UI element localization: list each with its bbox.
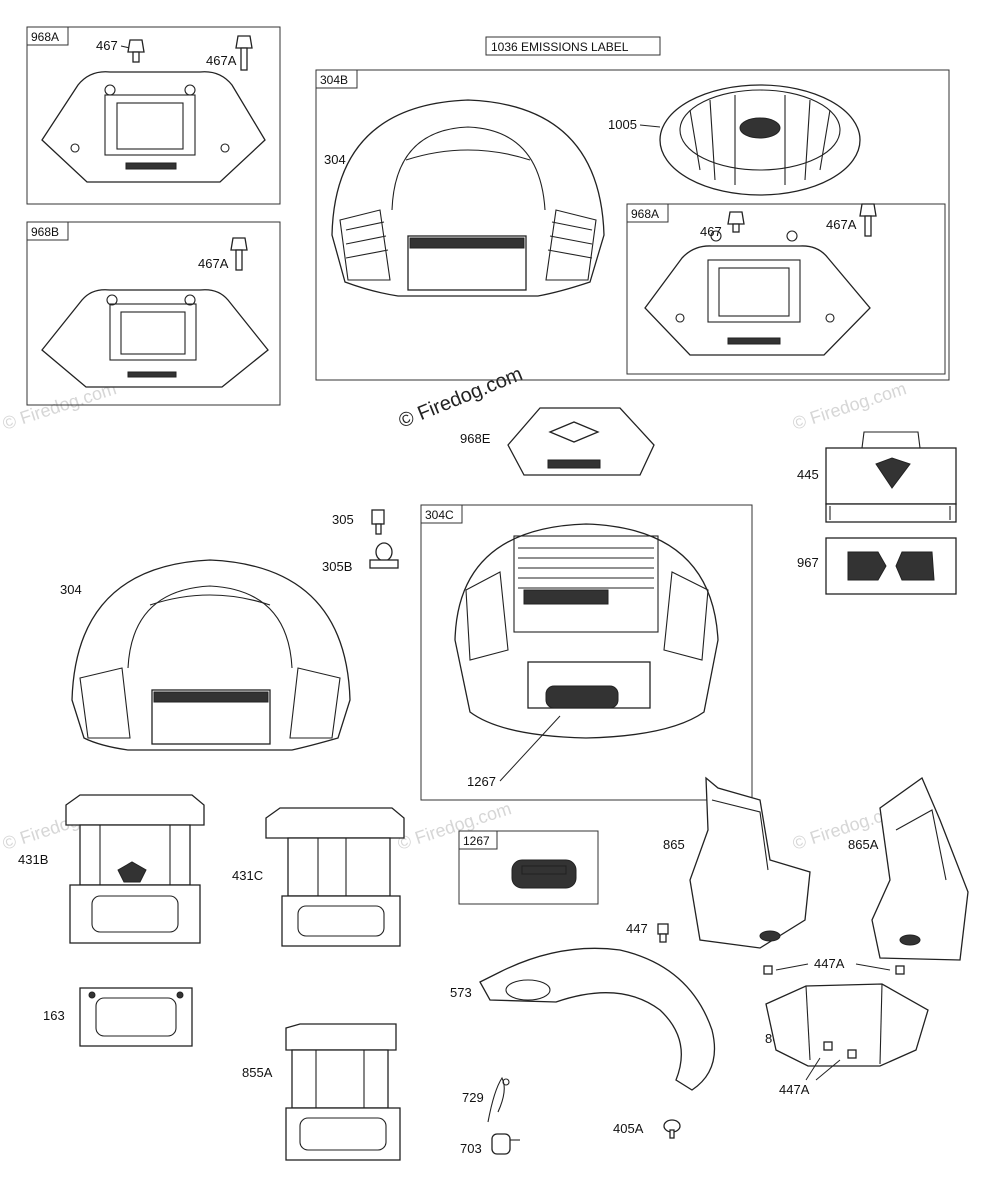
screw-305-icon <box>371 509 385 535</box>
label-163: 163 <box>43 1008 65 1023</box>
box-968a-inner-tag: 968A <box>631 207 659 221</box>
label-304: 304 <box>60 582 82 597</box>
box-304c-tag: 304C <box>425 508 454 522</box>
box-304b <box>315 69 950 381</box>
label-967: 967 <box>797 555 819 570</box>
screw-447a-icon <box>763 965 905 975</box>
label-467: 467 <box>96 38 118 53</box>
shield-865a-drawing <box>871 777 969 961</box>
label-865a: 865A <box>848 837 879 852</box>
label-467a: 467A <box>198 256 229 271</box>
label-445: 445 <box>797 467 819 482</box>
fan-1005-drawing <box>659 84 861 196</box>
box-304c <box>420 504 753 801</box>
baffle-573-drawing <box>479 947 716 1091</box>
blower-cover-968a-inner-drawing <box>644 230 871 356</box>
label-304: 304 <box>324 152 346 167</box>
box-968b <box>26 221 281 406</box>
clamp-703-icon <box>491 1133 520 1155</box>
blower-housing-304-drawing <box>71 559 351 751</box>
label-573: 573 <box>450 985 472 1000</box>
label-447a: 447A <box>814 956 845 971</box>
screw-447-icon <box>657 923 669 943</box>
shield-865b-drawing <box>765 983 929 1067</box>
label-405a: 405A <box>613 1121 644 1136</box>
label-447a: 447A <box>779 1082 810 1097</box>
pre-cleaner-967-drawing <box>825 537 957 595</box>
label-855a: 855A <box>242 1065 273 1080</box>
duct-431c-drawing <box>265 807 405 947</box>
screw-467a-icon <box>235 35 253 71</box>
shield-865-drawing <box>689 776 811 949</box>
box-1267 <box>458 830 599 905</box>
label-305: 305 <box>332 512 354 527</box>
box-968a-top <box>26 26 281 205</box>
watermark-faint: © Firedog.com <box>790 378 909 434</box>
label-1005: 1005 <box>608 117 637 132</box>
duct-855a-drawing <box>285 1023 401 1161</box>
emissions-label-box <box>485 36 661 56</box>
box-968a-inner <box>626 203 946 375</box>
label-431b: 431B <box>18 852 48 867</box>
box-304b-tag: 304B <box>320 73 348 87</box>
label-968e: 968E <box>460 431 491 446</box>
watermark-main: © Firedog.com <box>396 363 526 433</box>
screw-467a-icon <box>859 203 877 237</box>
box-1267-tag: 1267 <box>463 834 490 848</box>
gasket-163-drawing <box>79 987 193 1047</box>
cover-968e-drawing <box>507 407 655 476</box>
emissions-label: 1036 EMISSIONS LABEL <box>491 40 629 54</box>
screw-447a-icon <box>823 1041 857 1059</box>
label-467a: 467A <box>206 53 237 68</box>
screw-467-icon <box>727 211 745 233</box>
label-467: 467 <box>700 224 722 239</box>
screw-405a-icon <box>663 1119 681 1139</box>
label-865: 865 <box>663 837 685 852</box>
blower-housing-304c-drawing <box>454 523 719 739</box>
screw-467a-icon <box>230 237 248 271</box>
label-1267: 1267 <box>467 774 496 789</box>
watermark-faint: © Firedog.com <box>395 798 514 854</box>
screw-467-icon <box>127 39 145 63</box>
air-filter-445-drawing <box>825 431 957 523</box>
label-plate-1267-drawing <box>511 859 577 889</box>
label-447: 447 <box>626 921 648 936</box>
label-467a: 467A <box>826 217 857 232</box>
label-431c: 431C <box>232 868 263 883</box>
duct-431b-drawing <box>65 794 205 944</box>
label-729: 729 <box>462 1090 484 1105</box>
label-703: 703 <box>460 1141 482 1156</box>
screw-305b-icon <box>369 542 399 569</box>
box-968a-top-tag: 968A <box>31 30 59 44</box>
blower-cover-968a-drawing <box>41 71 266 183</box>
label-305b: 305B <box>322 559 352 574</box>
blower-cover-968b-drawing <box>41 289 269 388</box>
box-968b-tag: 968B <box>31 225 59 239</box>
blower-housing-304-drawing <box>331 99 605 297</box>
clip-729-icon <box>487 1076 510 1123</box>
